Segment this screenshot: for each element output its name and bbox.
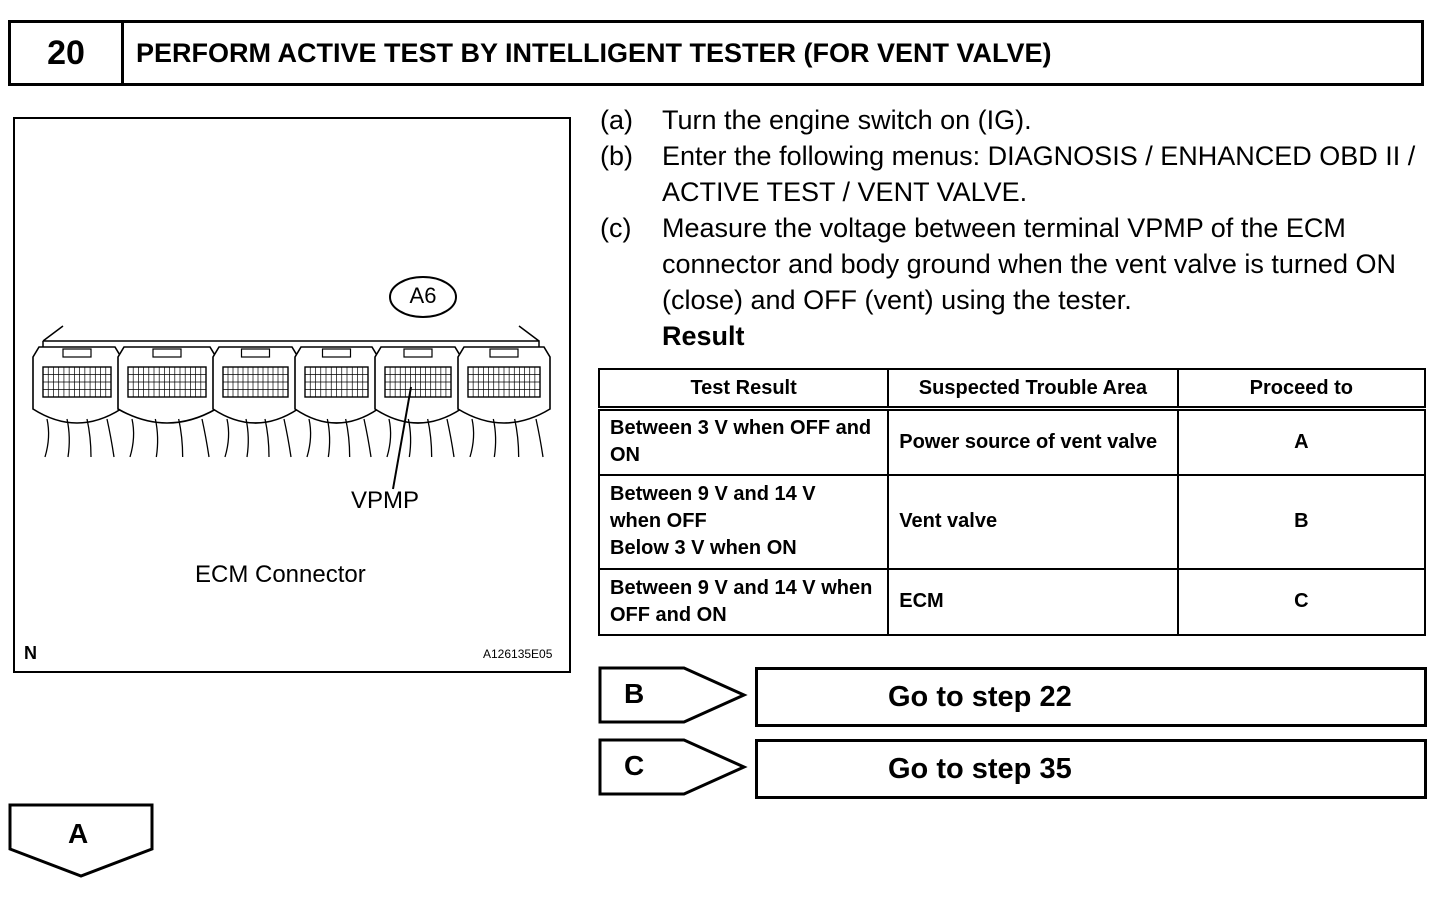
column-header: Proceed to [1176, 368, 1427, 411]
instruction-b: (b) Enter the following menus: DIAGNOSIS… [600, 138, 1430, 210]
wire [446, 418, 455, 458]
wire [427, 418, 433, 458]
instruction-key: (b) [600, 141, 633, 171]
wire [326, 418, 331, 458]
ecm-connector-figure: A6 VPMP ECM Connector N A126135E05 [13, 117, 571, 673]
step-number: 20 [11, 23, 124, 83]
connector-latch [489, 348, 519, 358]
connector-blocks [32, 346, 551, 458]
wire [66, 418, 70, 458]
table-row: Between 9 V and 14 V when OFF and ON ECM… [597, 567, 1427, 636]
vpmp-label: VPMP [351, 487, 420, 514]
wire [245, 418, 249, 458]
vpmp-leader-line [392, 386, 412, 490]
goto-c-badge-label: C [624, 750, 645, 781]
wire [345, 418, 351, 458]
test-result-line: Below 3 V when ON [610, 537, 797, 559]
instruction-a: (a) Turn the engine switch on (IG). [600, 102, 1430, 138]
goto-c-arrow-badge[interactable] [598, 738, 748, 796]
connector-id-label: A6 [409, 283, 437, 308]
goto-b-badge-label: B [624, 678, 645, 709]
test-result-cell: Between 3 V when OFF and ON [597, 407, 890, 476]
connector-label-oval [389, 276, 457, 318]
proceed-cell: B [1176, 473, 1427, 570]
ecm-connector-drawing [32, 276, 551, 490]
goto-step-22-box[interactable]: Go to step 22 [755, 667, 1427, 727]
trouble-area-cell: Vent valve [887, 473, 1179, 570]
instructions: (a) Turn the engine switch on (IG). (b) … [600, 102, 1430, 354]
connector-latch [240, 348, 271, 358]
connector-latch [321, 348, 352, 358]
wire [514, 418, 520, 458]
wire [386, 418, 392, 458]
test-result-line: when OFF [610, 510, 707, 532]
wire [492, 418, 497, 458]
test-result-line: Between 9 V and 14 V [610, 483, 816, 505]
wire [178, 418, 184, 458]
corner-mark: N [24, 643, 37, 663]
table-row: Between 3 V when OFF and ON Power source… [597, 407, 1427, 476]
trouble-area-cell: ECM [887, 567, 1179, 636]
figure-caption: ECM Connector [195, 561, 366, 588]
result-heading: Result [662, 321, 745, 351]
wire [129, 418, 135, 458]
continue-a-badge[interactable] [8, 803, 154, 879]
continue-a-label: A [68, 818, 89, 849]
wire [283, 418, 292, 458]
connector-bracket [42, 325, 540, 349]
wire [363, 418, 372, 458]
table-header-row: Test Result Suspected Trouble Area Proce… [597, 368, 1427, 411]
connector-latch [62, 348, 92, 358]
wire [535, 418, 544, 458]
wire [306, 418, 312, 458]
wire [469, 418, 475, 458]
instruction-key: (c) [600, 213, 632, 243]
table-row: Between 9 V and 14 V when OFF Below 3 V … [597, 473, 1427, 570]
step-header: 20 PERFORM ACTIVE TEST BY INTELLIGENT TE… [8, 20, 1424, 86]
wire [264, 418, 270, 458]
test-result-cell: Between 9 V and 14 V when OFF Below 3 V … [597, 473, 890, 570]
instruction-key: (a) [600, 105, 633, 135]
figure-id: A126135E05 [483, 647, 553, 661]
wire [201, 418, 210, 458]
instruction-c: (c) Measure the voltage between terminal… [600, 210, 1430, 318]
instruction-text: Measure the voltage between terminal VPM… [662, 213, 1396, 315]
column-header: Suspected Trouble Area [887, 368, 1179, 411]
instruction-text: Enter the following menus: DIAGNOSIS / E… [662, 141, 1416, 207]
wire [407, 418, 412, 458]
wire [224, 418, 230, 458]
proceed-cell: A [1176, 407, 1427, 476]
goto-b-arrow-badge[interactable] [598, 666, 748, 724]
result-table: Test Result Suspected Trouble Area Proce… [597, 368, 1427, 636]
test-result-cell: Between 9 V and 14 V when OFF and ON [597, 567, 890, 636]
wire [154, 418, 159, 458]
connector-latch [403, 348, 433, 358]
step-title: PERFORM ACTIVE TEST BY INTELLIGENT TESTE… [136, 37, 1052, 68]
wire [86, 418, 92, 458]
wire [44, 418, 50, 458]
trouble-area-cell: Power source of vent valve [887, 407, 1179, 476]
column-header: Test Result [597, 368, 890, 411]
wire [106, 418, 115, 458]
goto-step-35-box[interactable]: Go to step 35 [755, 739, 1427, 799]
proceed-cell: C [1176, 567, 1427, 636]
connector-latch [152, 348, 182, 358]
instruction-text: Turn the engine switch on (IG). [662, 105, 1032, 135]
